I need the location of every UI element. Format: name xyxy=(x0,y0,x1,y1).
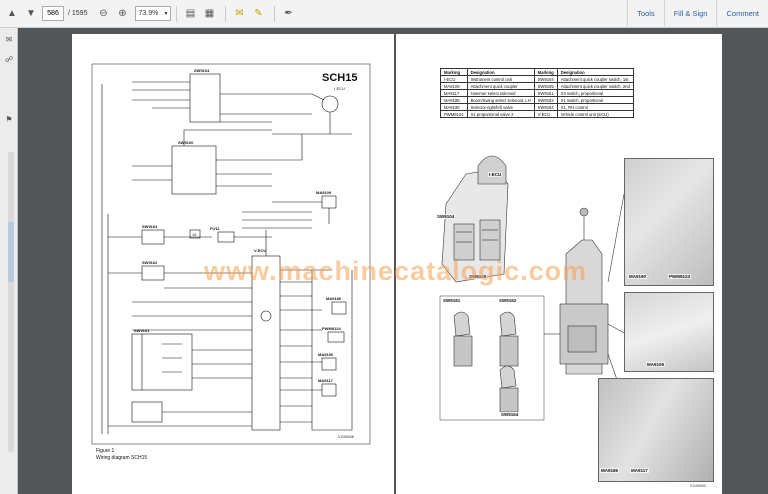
table-cell: Vehicle control unit (ECU) xyxy=(556,110,634,118)
tools-button[interactable]: Tools xyxy=(627,0,664,28)
sign-icon[interactable]: ✒ xyxy=(284,8,293,19)
chevron-down-icon: ▼ xyxy=(163,10,169,17)
nav-scroll-thumb[interactable] xyxy=(8,222,14,282)
callout-pwm9124: PWM9124 xyxy=(668,274,692,279)
attachment-icon[interactable]: ☍ xyxy=(4,54,14,64)
left-image-code: V1199348 xyxy=(338,435,354,439)
label-v-ecu: V-ECU xyxy=(254,248,267,253)
bookmark-icon[interactable]: ⚑ xyxy=(5,114,13,124)
photo-quick-coupler xyxy=(624,292,714,372)
label-ma9109: MA9109 xyxy=(316,190,332,195)
nav-scrollbar[interactable] xyxy=(8,152,14,452)
fill-sign-button[interactable]: Fill & Sign xyxy=(663,0,717,28)
fuse-number: 15 xyxy=(192,232,197,237)
figure-caption-block: Figure 1 Wiring diagram SCH15 xyxy=(96,448,147,462)
figure-caption: Figure 1 xyxy=(96,448,115,454)
zoom-select[interactable]: 73.9% ▼ xyxy=(135,6,172,21)
callout-sw9164: SW9164 xyxy=(500,412,520,417)
schematic-title: SCH15 xyxy=(322,72,358,84)
label-sw9100: SW9100 xyxy=(178,140,194,145)
callout-sw9100: SW9100 xyxy=(468,274,488,279)
navigation-pane: ✉ ☍ ⚑ xyxy=(0,28,18,494)
label-sw9162: SW9162 xyxy=(142,260,158,265)
callout-ma9186: MA9186 xyxy=(600,468,620,473)
page-component-locations: Marking Designation Marking Designation … xyxy=(396,34,722,494)
photo-valve-block-top xyxy=(624,158,714,286)
zoom-out-icon[interactable]: ⊖ xyxy=(99,8,108,19)
envelope-icon[interactable]: ✉ xyxy=(5,34,13,44)
next-page-icon[interactable]: ▼ xyxy=(26,8,36,19)
table-cell: V-ECU xyxy=(533,110,558,118)
highlight-icon[interactable]: ✎ xyxy=(254,8,263,19)
label-ma9186: MA9186 xyxy=(326,296,342,301)
toolbar-divider xyxy=(176,5,178,22)
label-sw9161: SW9161 xyxy=(134,328,150,333)
wiring-diagram xyxy=(91,63,371,445)
label-sw9164: SW9164 xyxy=(142,224,158,229)
table-row: MA9117 Hammer select solenoid SW9161 X3 … xyxy=(440,89,634,97)
document-area[interactable]: SCH15 I-ECU xyxy=(18,28,768,494)
watermark-text: www.machinecatalogic.com xyxy=(204,256,588,286)
component-legend-table: Marking Designation Marking Designation … xyxy=(440,68,634,118)
table-row: MA9186 Boom/Swing select solenoid, LH SW… xyxy=(440,96,634,104)
comment-button[interactable]: Comment xyxy=(716,0,768,28)
callout-sw9161: SW9161 xyxy=(442,298,462,303)
callout-sw9104: SW9104 xyxy=(436,214,456,219)
zoom-value: 73.9% xyxy=(138,10,159,17)
toolbar-divider xyxy=(274,5,276,22)
page-wiring-diagram: SCH15 I-ECU xyxy=(72,34,394,494)
figure-title: Wiring diagram SCH15 xyxy=(96,455,148,461)
fit-width-icon[interactable]: ▦ xyxy=(204,8,215,19)
callout-ma9190-top: MA9190 xyxy=(628,274,648,279)
schematic-subtitle: I-ECU xyxy=(334,86,345,91)
label-ma9190: MA9190 xyxy=(318,352,334,357)
table-header-row: Marking Designation Marking Designation xyxy=(440,68,634,76)
toolbar-divider xyxy=(225,5,227,22)
fit-page-icon[interactable]: ▤ xyxy=(185,8,196,19)
callout-ma9117: MA9117 xyxy=(630,468,649,473)
table-row: PWM9124 X1 proportional valve 2 V-ECU Ve… xyxy=(440,110,634,118)
zoom-in-icon[interactable]: ⊕ xyxy=(118,8,127,19)
right-image-code: V1199340 xyxy=(690,484,706,488)
callout-i-ecu: I-ECU xyxy=(488,172,503,177)
page-total: / 1595 xyxy=(68,10,88,17)
label-ma9117: MA9117 xyxy=(318,378,333,383)
photo-solenoids xyxy=(598,378,714,482)
callout-ma9109: MA9109 xyxy=(646,362,666,367)
prev-page-icon[interactable]: ▲ xyxy=(7,8,17,19)
callout-sw9162: SW9162 xyxy=(498,298,518,303)
label-fu11: FU11 xyxy=(210,226,220,231)
toolbar: ▲ ▼ / 1595 ⊖ ⊕ 73.9% ▼ ▤ ▦ ✉ ✎ ✒ Tools F… xyxy=(0,0,768,28)
comment-icon[interactable]: ✉ xyxy=(235,8,244,19)
label-pwm9124: PWM9124 xyxy=(322,326,341,331)
label-sw9104: SW9104 xyxy=(194,68,210,73)
component-illustrations xyxy=(439,155,627,421)
page-number-input[interactable] xyxy=(42,6,64,21)
